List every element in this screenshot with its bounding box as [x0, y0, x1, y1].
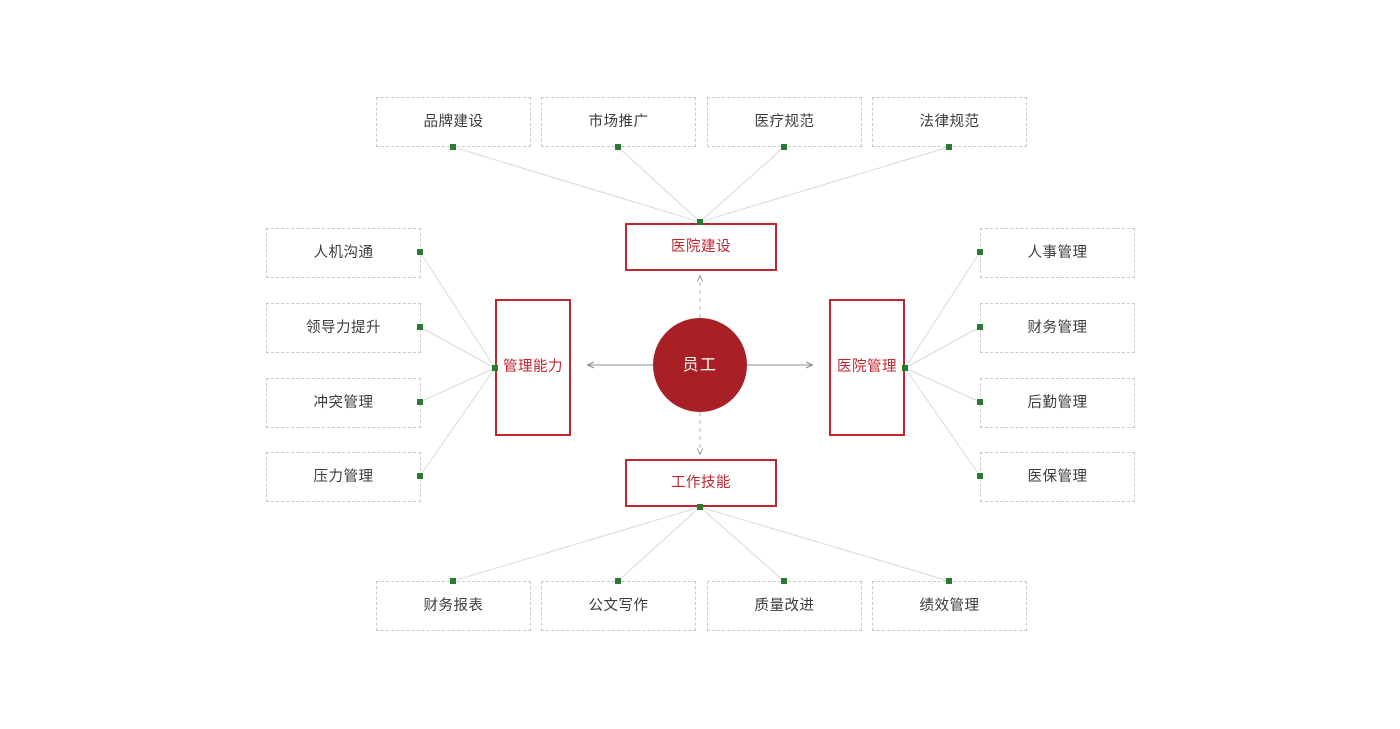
connector-dot-bottom-1 — [615, 578, 621, 584]
branch-box-hospital-construction[interactable]: 医院建设 — [625, 223, 777, 271]
connector-dot-bottom-0 — [450, 578, 456, 584]
leaf-box-right-1[interactable]: 财务管理 — [980, 303, 1135, 353]
branch-label: 管理能力 — [503, 359, 563, 376]
leaf-label: 法律规范 — [919, 113, 980, 130]
connector-dot-hospital-construction — [697, 219, 703, 225]
leaf-box-right-3[interactable]: 医保管理 — [980, 452, 1135, 502]
core-node-label: 员工 — [682, 355, 718, 374]
connector-dot-right-1 — [977, 324, 983, 330]
connector-dot-right-0 — [977, 249, 983, 255]
leaf-box-bottom-3[interactable]: 绩效管理 — [872, 581, 1027, 631]
branch-label: 医院建设 — [671, 238, 731, 255]
connector-dot-left-2 — [417, 399, 423, 405]
leaf-label: 人事管理 — [1027, 244, 1088, 261]
connector-dot-bottom-3 — [946, 578, 952, 584]
connector-dot-right-3 — [977, 473, 983, 479]
leaf-box-top-2[interactable]: 医疗规范 — [707, 97, 862, 147]
leaf-box-right-0[interactable]: 人事管理 — [980, 228, 1135, 278]
connector-dot-hospital-management — [902, 365, 908, 371]
leaf-box-right-2[interactable]: 后勤管理 — [980, 378, 1135, 428]
branch-box-management-ability[interactable]: 管理能力 — [495, 299, 571, 436]
leaf-label: 财务报表 — [423, 597, 484, 614]
leaf-box-left-3[interactable]: 压力管理 — [266, 452, 421, 502]
connector-dot-right-2 — [977, 399, 983, 405]
leaf-label: 品牌建设 — [423, 113, 484, 130]
branch-box-work-skills[interactable]: 工作技能 — [625, 459, 777, 507]
connector-dot-left-3 — [417, 473, 423, 479]
connector-dot-work-skills — [697, 504, 703, 510]
leaf-box-left-2[interactable]: 冲突管理 — [266, 378, 421, 428]
branch-box-hospital-management[interactable]: 医院管理 — [829, 299, 905, 436]
leaf-box-left-0[interactable]: 人机沟通 — [266, 228, 421, 278]
connector-dot-top-1 — [615, 144, 621, 150]
leaf-box-top-0[interactable]: 品牌建设 — [376, 97, 531, 147]
connector-dot-top-0 — [450, 144, 456, 150]
leaf-label: 冲突管理 — [313, 394, 374, 411]
leaf-label: 后勤管理 — [1027, 394, 1088, 411]
leaf-box-top-3[interactable]: 法律规范 — [872, 97, 1027, 147]
connector-dot-bottom-2 — [781, 578, 787, 584]
leaf-box-bottom-2[interactable]: 质量改进 — [707, 581, 862, 631]
connector-dot-left-0 — [417, 249, 423, 255]
leaf-label: 公文写作 — [588, 597, 649, 614]
connector-dot-top-2 — [781, 144, 787, 150]
connector-dot-left-1 — [417, 324, 423, 330]
leaf-label: 绩效管理 — [919, 597, 980, 614]
connector-dot-top-3 — [946, 144, 952, 150]
leaf-label: 质量改进 — [754, 597, 815, 614]
leaf-box-top-1[interactable]: 市场推广 — [541, 97, 696, 147]
leaf-label: 压力管理 — [313, 468, 374, 485]
leaf-box-bottom-0[interactable]: 财务报表 — [376, 581, 531, 631]
branch-label: 工作技能 — [671, 474, 731, 491]
branch-label: 医院管理 — [837, 359, 897, 376]
connector-dot-management-ability — [492, 365, 498, 371]
core-node-circle[interactable]: 员工 — [653, 318, 747, 412]
leaf-box-bottom-1[interactable]: 公文写作 — [541, 581, 696, 631]
leaf-label: 市场推广 — [588, 113, 649, 130]
leaf-label: 人机沟通 — [313, 244, 374, 261]
leaf-label: 财务管理 — [1027, 319, 1088, 336]
leaf-box-left-1[interactable]: 领导力提升 — [266, 303, 421, 353]
leaf-label: 医疗规范 — [754, 113, 815, 130]
leaf-label: 领导力提升 — [306, 319, 381, 336]
leaf-label: 医保管理 — [1027, 468, 1088, 485]
